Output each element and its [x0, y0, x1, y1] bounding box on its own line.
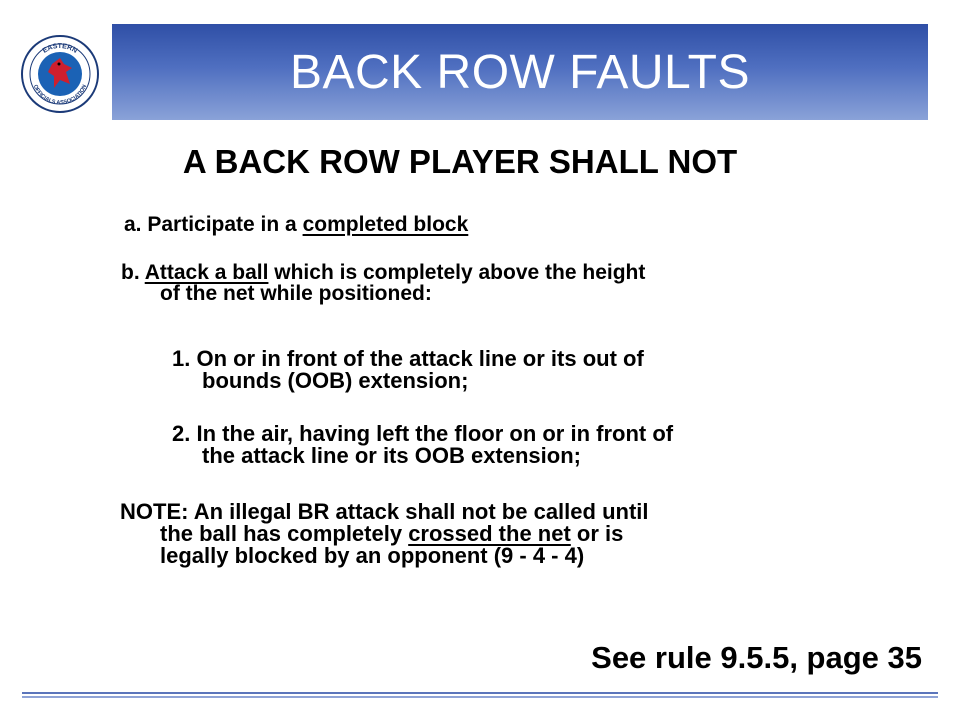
note-line2-prefix: the ball has completely	[160, 521, 409, 546]
rule-item-b-line1: b. Attack a ball which is completely abo…	[121, 262, 645, 284]
svg-text:EASTERN: EASTERN	[42, 43, 79, 55]
rule-item-b-underlined: Attack a ball	[144, 261, 269, 284]
title-bar: BACK ROW FAULTS	[112, 24, 928, 120]
rule-item-a-text: a. Participate in a	[124, 213, 303, 236]
sub-item-1-line2: bounds (OOB) extension;	[202, 368, 469, 393]
rule-item-b-prefix: b.	[121, 261, 145, 284]
rule-item-a: a. Participate in a completed block	[124, 214, 468, 236]
sub-item-2-line1: 2. In the air, having left the floor on …	[172, 421, 674, 446]
rule-item-b-rest: which is completely above the height	[268, 261, 646, 284]
slide-subtitle: A BACK ROW PLAYER SHALL NOT	[182, 143, 738, 180]
association-logo: EASTERN OFFICIALS ASSOCIATION	[20, 34, 100, 114]
note-line2-suffix: or is	[570, 521, 624, 546]
rule-item-a-underlined: completed block	[302, 213, 469, 236]
note-line2: the ball has completely crossed the net …	[160, 523, 623, 545]
bottom-divider	[22, 692, 938, 700]
cardinal-bird-icon: EASTERN OFFICIALS ASSOCIATION	[21, 35, 99, 113]
rule-reference: See rule 9.5.5, page 35	[591, 640, 922, 675]
sub-item-2-line2: the attack line or its OOB extension;	[202, 443, 581, 468]
rule-item-b-line2: of the net while positioned:	[160, 282, 432, 305]
note-line3: legally blocked by an opponent (9 - 4 - …	[160, 543, 585, 568]
note-line1: NOTE: An illegal BR attack shall not be …	[120, 499, 649, 524]
note-line2-underlined: crossed the net	[408, 521, 571, 546]
slide-title: BACK ROW FAULTS	[289, 45, 750, 99]
sub-item-1-line1: 1. On or in front of the attack line or …	[172, 346, 644, 371]
